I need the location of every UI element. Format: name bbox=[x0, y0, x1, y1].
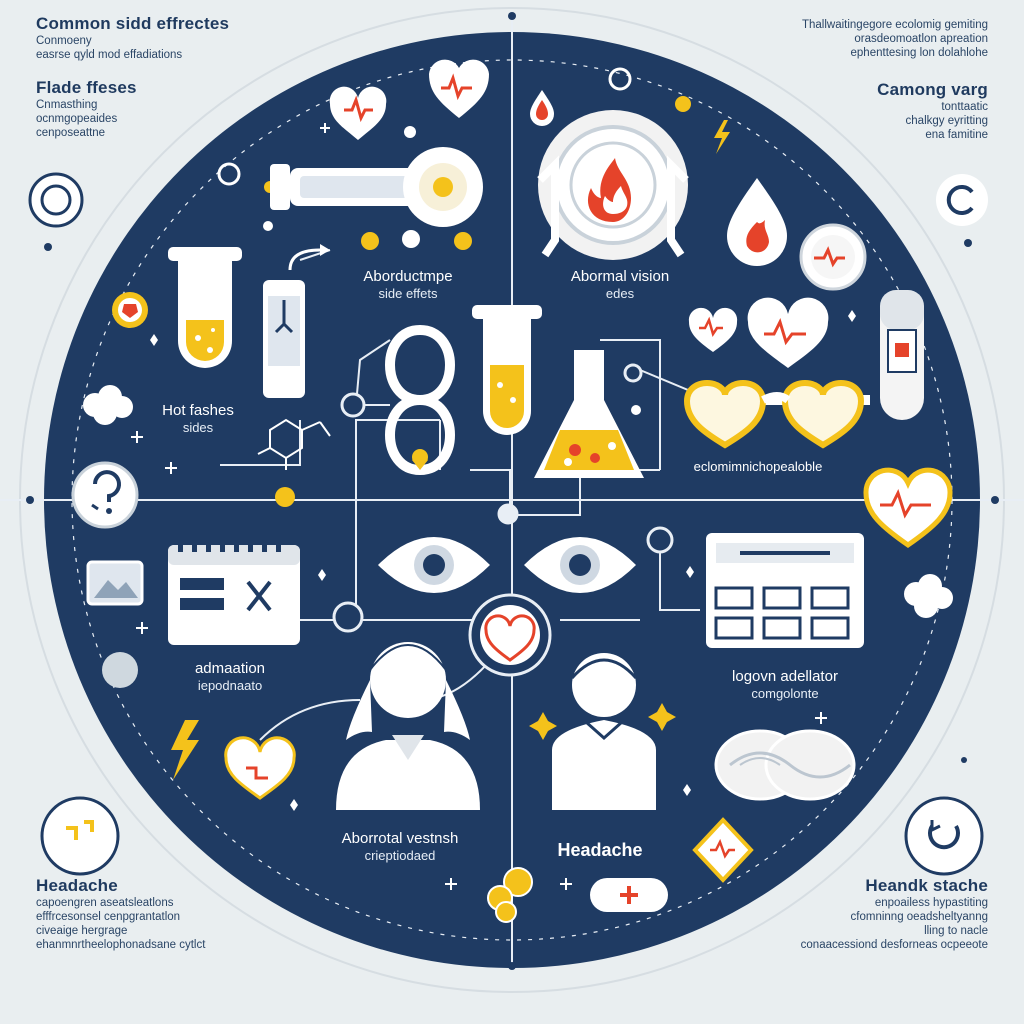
label-vision: Abormal vision edes bbox=[530, 268, 710, 302]
corner-top-left: Common sidd effrectes Conmoeny easrse qy… bbox=[36, 14, 296, 62]
corner-line: chalkgy eyritting bbox=[905, 115, 988, 127]
label-logov: logovn adellator comgolonte bbox=[690, 668, 880, 702]
label-admin-sub: iepodnaato bbox=[197, 678, 263, 693]
lightning-icon bbox=[714, 120, 730, 154]
label-admin-title: admaation bbox=[194, 660, 266, 677]
infinity-icon bbox=[385, 324, 455, 476]
first-aid-icon bbox=[590, 878, 668, 912]
drop-icon bbox=[530, 90, 787, 266]
heart-pulse-icon bbox=[329, 59, 489, 140]
label-eco: eclomimnichopealoble bbox=[648, 458, 868, 475]
label-abortive: Aborductmpe side effets bbox=[318, 268, 498, 302]
badge-bottom-right bbox=[904, 796, 984, 876]
warning-badge-icon bbox=[112, 292, 148, 328]
label-headache-title: Headache bbox=[557, 840, 643, 860]
label-vision-sub: edes bbox=[605, 286, 635, 301]
heart-badge-icon bbox=[863, 467, 953, 549]
corner-line: conaacessiond desforneas ocpeeote bbox=[800, 939, 988, 951]
yellow-sparkles bbox=[529, 703, 676, 740]
corner-line: Thallwaitingegore ecolomig gemiting bbox=[801, 19, 988, 31]
corner-line: lling to nacle bbox=[924, 925, 988, 937]
corner-top-right-2-title: Camong varg bbox=[877, 80, 988, 99]
label-aborrotal-title: Aborrotal vestnsh bbox=[341, 830, 459, 847]
center-heart-icon bbox=[468, 593, 552, 677]
glasses-icon bbox=[683, 379, 870, 449]
label-logov-sub: comgolonte bbox=[751, 686, 819, 701]
corner-line: efffrcesonsel cenpgrantatlon bbox=[36, 911, 181, 923]
corner-top-right: Thallwaitingegore ecolomig gemiting oras… bbox=[728, 18, 988, 60]
corner-bottom-right: Heandk stache enpoailess hypastiting cfo… bbox=[728, 876, 988, 952]
test-tube-icon bbox=[168, 247, 242, 368]
label-eco-title: eclomimnichopealoble bbox=[693, 459, 823, 474]
label-headache: Headache bbox=[530, 840, 670, 860]
corner-line: tonttaatic bbox=[941, 101, 988, 113]
corner-line: cfomninng oeadsheltyanng bbox=[850, 911, 988, 923]
label-admin: admaation iepodnaato bbox=[160, 660, 300, 694]
corner-line: enpoailess hypastiting bbox=[874, 897, 988, 909]
label-vision-title: Abormal vision bbox=[570, 268, 670, 285]
person-icon-female bbox=[336, 642, 480, 810]
corner-line: ehanmnrtheelophonadsane cytlct bbox=[36, 939, 206, 951]
corner-top-right-2: Camong varg tonttaatic chalkgy eyritting… bbox=[728, 80, 988, 142]
photo-icon bbox=[86, 560, 144, 606]
heart-monitor-icon bbox=[799, 223, 867, 291]
label-abortive-sub: side effets bbox=[378, 286, 438, 301]
clipboard-icon bbox=[263, 280, 305, 398]
person-icon-male bbox=[552, 653, 656, 810]
coins-icon bbox=[487, 867, 533, 923]
corner-line: ocnmgopeaides bbox=[36, 113, 118, 125]
corner-line: civeaige hergrage bbox=[36, 925, 128, 937]
heart-icons-right bbox=[688, 297, 829, 368]
corner-line: ephenttesing lon dolahlohe bbox=[850, 47, 988, 59]
info-badge-icon bbox=[71, 461, 139, 529]
corner-bottom-right-title: Heandk stache bbox=[865, 876, 988, 895]
label-hot-title: Hot fashes bbox=[162, 402, 234, 419]
corner-line: capoengren aseatsleatlons bbox=[36, 897, 174, 909]
badge-top-right bbox=[936, 174, 988, 226]
lightning-bolt-icon bbox=[171, 720, 199, 780]
pill-icon bbox=[880, 290, 924, 420]
connector-nodes bbox=[332, 363, 674, 633]
thermometer-icon bbox=[270, 147, 483, 227]
corner-line: cenposeattne bbox=[36, 127, 106, 139]
arrow-connector bbox=[288, 248, 321, 271]
corner-line: easrse qyld mod effadiations bbox=[36, 49, 183, 61]
badge-top-left bbox=[28, 172, 84, 228]
molecule-icon bbox=[257, 418, 331, 470]
label-aborrotal-sub: crieptiodaed bbox=[364, 848, 436, 863]
label-hot-sub: sides bbox=[182, 420, 214, 435]
label-hot-flashes: Hot fashes sides bbox=[128, 402, 268, 436]
heart-small-icon bbox=[224, 736, 296, 800]
corner-top-left-title: Common sidd effrectes bbox=[36, 14, 230, 33]
corner-top-left-2-title: Flade ffeses bbox=[36, 78, 137, 97]
corner-line: ena famitine bbox=[925, 129, 988, 141]
badge-bottom-left bbox=[40, 796, 120, 876]
label-logov-title: logovn adellator bbox=[732, 668, 838, 685]
calendar-icon bbox=[168, 538, 300, 645]
center-test-tube-icon bbox=[472, 305, 542, 435]
eye-icon bbox=[378, 537, 636, 593]
label-abortive-title: Aborductmpe bbox=[363, 268, 453, 285]
corner-line: orasdeomoatlon apreation bbox=[854, 33, 988, 45]
brain-icon bbox=[83, 385, 953, 618]
dashboard-panel-icon bbox=[706, 533, 864, 648]
corner-bottom-left-title: Headache bbox=[36, 876, 118, 895]
flame-icon bbox=[537, 110, 689, 260]
sparkles bbox=[131, 123, 856, 890]
corner-bottom-left: Headache capoengren aseatsleatlons efffr… bbox=[36, 876, 296, 952]
corner-line: Conmoeny bbox=[36, 35, 92, 47]
corner-top-left-2: Flade ffeses Cnmasthing ocnmgopeaides ce… bbox=[36, 78, 296, 140]
diamond-warning-icon bbox=[692, 817, 754, 883]
corner-line: Cnmasthing bbox=[36, 99, 98, 111]
label-aborrotal: Aborrotal vestnsh crieptiodaed bbox=[300, 830, 500, 864]
flask-icon bbox=[534, 350, 644, 478]
knot-icon bbox=[714, 729, 856, 801]
